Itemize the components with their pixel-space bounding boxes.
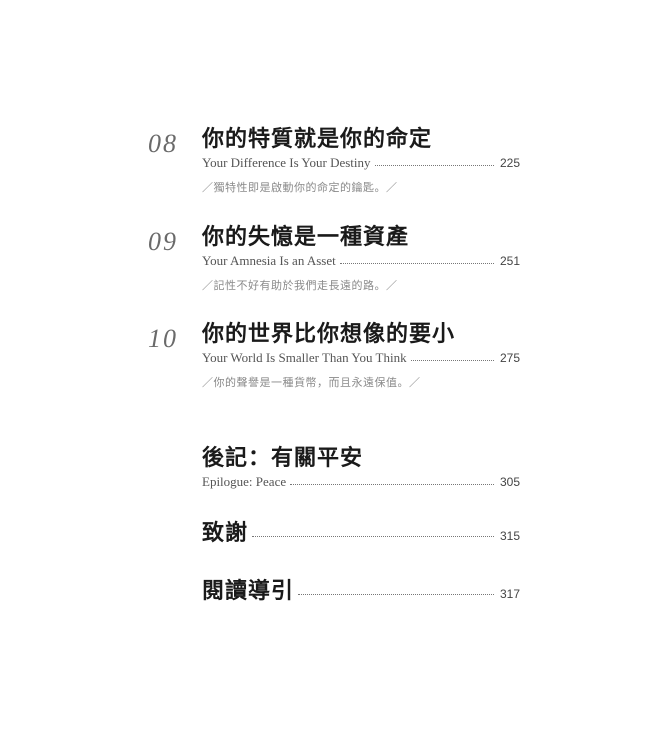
page-number: 315 — [499, 529, 520, 543]
chapter-title-zh: 你的特質就是你的命定 — [202, 126, 433, 152]
chapter-subtitle-zh: ／獨特性即是啟動你的命定的鑰匙。／ — [202, 181, 398, 194]
dot-leader — [252, 535, 494, 537]
chapter-number: 09 — [148, 227, 178, 256]
chapter-entry-line: Your Amnesia Is an Asset 251 — [202, 253, 520, 271]
page-number: 317 — [499, 587, 520, 601]
toc-epilogue[interactable]: 後記：有關平安 Epilogue: Peace 305 — [202, 445, 520, 492]
toc-reading-guide[interactable]: 閱讀導引 317 — [202, 578, 520, 604]
chapter-subtitle-zh: ／記性不好有助於我們走長遠的路。／ — [202, 279, 398, 292]
chapter-entry-line: Your World Is Smaller Than You Think 275 — [202, 350, 520, 368]
chapter-title-en: Your Amnesia Is an Asset — [202, 253, 336, 268]
chapter-title-en: Your World Is Smaller Than You Think — [202, 350, 407, 365]
chapter-title-en: Your Difference Is Your Destiny — [202, 155, 371, 170]
chapter-title-zh: 你的失憶是一種資產 — [202, 224, 410, 250]
epilogue-title-en: Epilogue: Peace — [202, 474, 287, 489]
dot-leader — [298, 593, 494, 595]
epilogue-entry-line: Epilogue: Peace 305 — [202, 474, 520, 492]
chapter-body: 你的失憶是一種資產 Your Amnesia Is an Asset 251 ／… — [202, 224, 520, 293]
chapter-body: 你的特質就是你的命定 Your Difference Is Your Desti… — [202, 126, 520, 195]
page-number: 251 — [499, 254, 520, 268]
page-number: 225 — [499, 156, 520, 170]
dot-leader — [290, 483, 494, 485]
toc-acknowledgements[interactable]: 致謝 315 — [202, 520, 520, 546]
chapter-body: 你的世界比你想像的要小 Your World Is Smaller Than Y… — [202, 321, 520, 390]
chapter-entry-line: Your Difference Is Your Destiny 225 — [202, 155, 520, 173]
dot-leader — [410, 359, 494, 361]
page-number: 305 — [499, 475, 520, 489]
chapter-number: 08 — [148, 129, 178, 158]
chapter-number: 10 — [148, 324, 178, 353]
dot-leader — [339, 262, 494, 264]
chapter-subtitle-zh: ／你的聲譽是一種貨幣，而且永遠保值。／ — [202, 376, 421, 389]
chapter-title-zh: 你的世界比你想像的要小 — [202, 321, 456, 347]
epilogue-title-zh: 後記：有關平安 — [202, 445, 364, 471]
page-number: 275 — [499, 351, 520, 365]
reading-guide-title-zh: 閱讀導引 — [202, 578, 295, 604]
dot-leader — [374, 164, 494, 166]
acknowledgements-title-zh: 致謝 — [202, 520, 249, 546]
